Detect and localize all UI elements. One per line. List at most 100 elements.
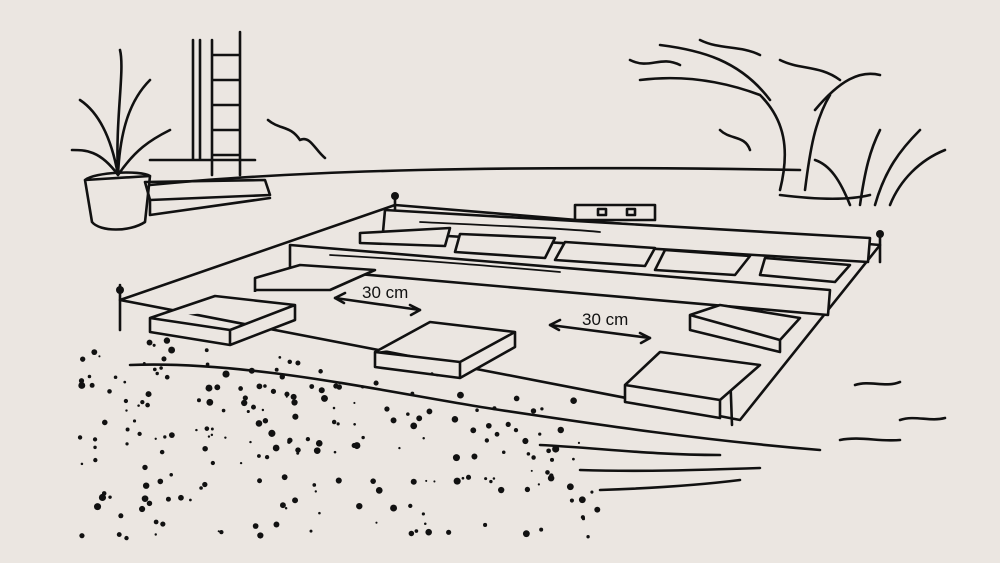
gravel-dot (107, 389, 112, 394)
gravel-dot (416, 415, 423, 422)
gravel-dot (246, 409, 250, 414)
gravel-dot (569, 498, 574, 503)
gravel-dot (256, 383, 263, 390)
gravel-dot (538, 432, 542, 436)
screed-boards (288, 208, 872, 317)
spacing-dimension-left: 30 cm (333, 283, 422, 317)
gravel-dot (375, 521, 378, 524)
gravel-dot (318, 387, 325, 394)
gravel-dot (430, 372, 434, 376)
gravel-dot (414, 529, 419, 533)
gravel-dot (398, 446, 401, 450)
gravel-dot (451, 416, 459, 423)
gravel-dot (257, 454, 261, 458)
gravel-dot (138, 505, 146, 513)
gravel-dot (279, 502, 286, 509)
gravel-dot (524, 486, 531, 493)
gravel-dot (313, 447, 321, 455)
gravel-dot (408, 530, 415, 537)
gravel-dot (485, 422, 492, 429)
gravel-dot (361, 385, 365, 389)
spacing-label: 30 cm (582, 310, 628, 329)
gravel-dot (140, 400, 145, 405)
gravel-dot (125, 442, 129, 446)
gravel-dot (142, 464, 148, 471)
gravel-dot (572, 457, 575, 461)
gravel-dot (154, 437, 157, 440)
gravel-dot (531, 455, 536, 460)
gravel-dot (202, 445, 208, 452)
gravel-dot (222, 370, 230, 378)
gravel-dot (146, 500, 153, 507)
gravel-dot (332, 406, 336, 410)
gravel-dot (108, 495, 112, 499)
gravel-dot (353, 422, 356, 426)
gravel-dot (98, 493, 107, 502)
gravel-dot (146, 339, 153, 346)
gravel-dot (208, 387, 212, 390)
gravel-dot (547, 474, 555, 482)
gravel-dot (465, 474, 472, 480)
gravel-dot (314, 490, 317, 493)
gravel-dot (436, 374, 439, 377)
gravel-dot (356, 502, 363, 510)
gravel-dot (264, 455, 270, 460)
gravel-dot (522, 437, 529, 445)
gravel-dot (390, 504, 398, 512)
gravel-dot (278, 356, 282, 359)
gravel-dot (154, 533, 157, 536)
gravel-dot (333, 450, 337, 454)
gravel-dot (513, 395, 520, 402)
gravel-dot (492, 477, 496, 480)
gravel-dot (93, 445, 97, 450)
gravel-dot (287, 359, 293, 365)
gravel-dot (113, 375, 118, 380)
gravel-dot (160, 521, 166, 527)
gravel-dot (80, 462, 84, 466)
gravel-dot (89, 382, 95, 388)
gravel-dot (410, 391, 415, 396)
gravel-dot (484, 477, 488, 481)
spirit-level (573, 203, 657, 222)
gravel-dot (272, 444, 280, 452)
gravel-dot (549, 457, 555, 462)
shrub (266, 118, 327, 160)
gravel-dot (124, 535, 129, 541)
gravel-dot (370, 478, 376, 484)
gravel-dot (279, 374, 285, 380)
gravel-dot (210, 433, 214, 437)
gravel-dot (92, 437, 98, 442)
gravel-dot (142, 482, 150, 489)
gravel-dot (410, 478, 417, 485)
gravel-dot (78, 378, 85, 384)
gravel-dot (155, 371, 159, 376)
gravel-dot (164, 374, 170, 380)
gravel-dot (80, 356, 86, 362)
gravel-dot (252, 523, 259, 529)
gravel-dot (123, 398, 129, 404)
gravel-dot (168, 432, 175, 439)
gravel-dot (93, 503, 102, 511)
gravel-dot (292, 413, 299, 420)
gravel-dot (268, 429, 276, 437)
gravel-dot (475, 408, 479, 412)
gravel-dot (241, 399, 248, 407)
gravel-dot (196, 398, 201, 403)
gravel-dot (78, 382, 86, 389)
gravel-dot (281, 474, 288, 481)
gravel-dot (238, 386, 243, 391)
gravel-dot (494, 431, 500, 437)
gravel-dot (484, 438, 490, 443)
gravel-dot (214, 384, 221, 391)
gravel-dot (424, 522, 427, 526)
gravel-dot (249, 440, 252, 444)
gravel-dot (141, 495, 149, 502)
gravel-dot (163, 337, 171, 344)
gravel-dot (318, 369, 323, 374)
gravel-dot (261, 408, 265, 412)
gravel-dot (594, 506, 601, 513)
gravel-dot (331, 419, 337, 425)
gravel-dot (165, 496, 171, 502)
gravel-dot (309, 384, 315, 389)
